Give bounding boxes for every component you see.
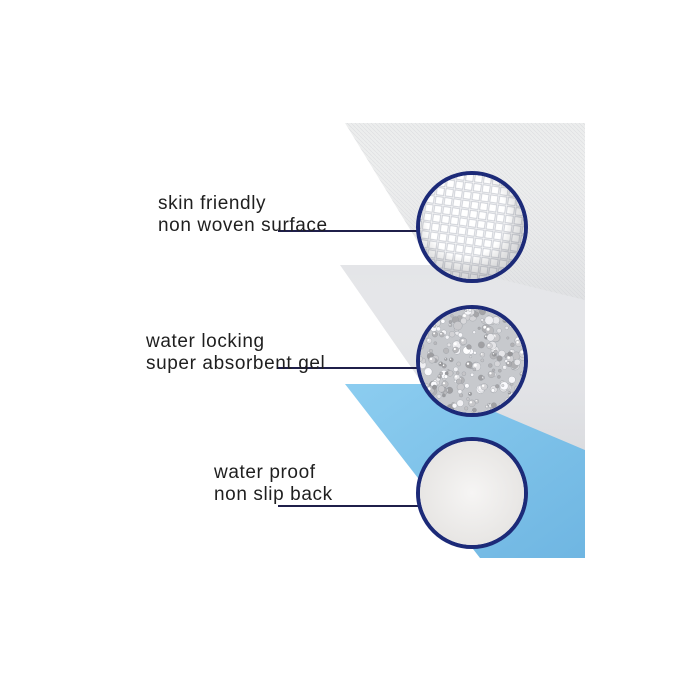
label-gel-layer: water locking super absorbent gel <box>146 331 325 375</box>
leader-line-surface <box>278 230 420 232</box>
label-back-line2: non slip back <box>214 484 333 505</box>
label-gel-line2: super absorbent gel <box>146 353 326 374</box>
leader-line-gel <box>278 367 420 369</box>
leader-line-back <box>278 505 420 507</box>
label-back-layer: water proof non slip back <box>214 462 333 506</box>
gel-crystals-icon <box>416 305 528 417</box>
label-gel-line1: water locking <box>146 331 265 352</box>
label-surface-line2: non woven surface <box>158 215 328 236</box>
label-surface-line1: skin friendly <box>158 193 267 214</box>
label-back-line1: water proof <box>214 462 316 483</box>
grid-texture-icon <box>416 171 528 283</box>
label-surface-layer: skin friendly non woven surface <box>158 193 328 237</box>
smooth-film-icon <box>416 437 528 549</box>
